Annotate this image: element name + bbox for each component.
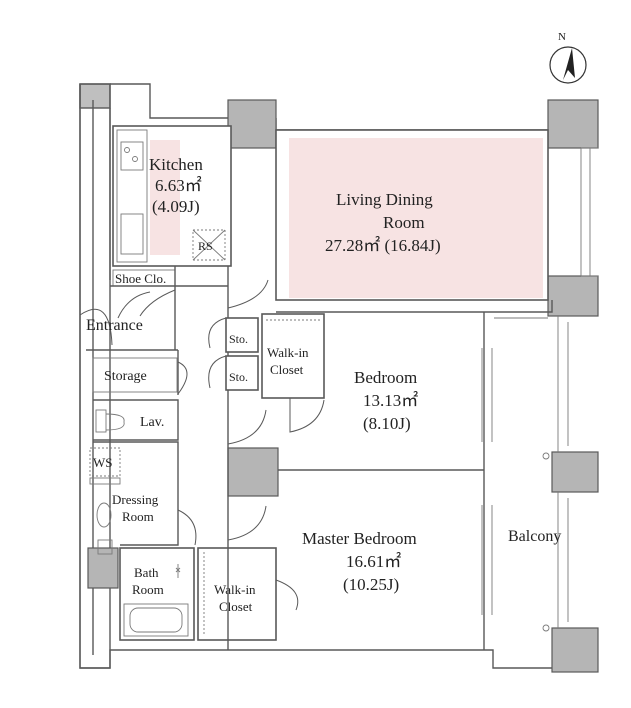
walkin2-label-2: Closet: [219, 599, 253, 614]
bath-label-2: Room: [132, 582, 164, 597]
bath-label-1: Bath: [134, 565, 159, 580]
pillar: [551, 627, 599, 673]
master-bedroom-name: Master Bedroom: [302, 529, 417, 548]
pillar: [547, 275, 599, 317]
storage: [92, 357, 178, 393]
pillar: [547, 99, 599, 149]
north-arrow-icon: N: [549, 31, 587, 84]
living-floor: [289, 138, 543, 298]
master-bedroom-jo: (10.25J): [343, 575, 399, 594]
kitchen-floor: [150, 140, 180, 255]
lav-label: Lav.: [140, 415, 164, 430]
sto-2: [225, 355, 259, 391]
kitchen-jo: (4.09J): [152, 197, 200, 216]
sto1-label: Sto.: [229, 332, 248, 346]
master-bedroom-area: 16.61㎡: [346, 552, 401, 571]
bedroom-name: Bedroom: [354, 368, 417, 387]
kitchen-name: Kitchen: [149, 155, 203, 174]
pillar: [227, 99, 277, 149]
walkin2-label-1: Walk-in: [214, 582, 256, 597]
walkin-closet-2: [197, 547, 277, 641]
walkin-closet-1: [261, 313, 325, 399]
walkin1-label-1: Walk-in: [267, 345, 309, 360]
ws-label: WS: [93, 455, 113, 470]
living-name-2: Room: [383, 213, 425, 232]
bedroom-area: 13.13㎡: [363, 391, 418, 410]
living-name-1: Living Dining: [336, 190, 433, 209]
bedroom-jo: (8.10J): [363, 414, 411, 433]
balcony-label: Balcony: [508, 528, 561, 545]
walkin1-label-2: Closet: [270, 362, 304, 377]
pillar: [551, 451, 599, 493]
dressing-label-1: Dressing: [112, 492, 159, 507]
pillar: [87, 547, 119, 589]
pillar: [227, 447, 279, 497]
shoe-closet-label: Shoe Clo.: [115, 271, 166, 286]
storage-label: Storage: [104, 369, 147, 384]
sto2-label: Sto.: [229, 370, 248, 384]
dressing-label-2: Room: [122, 509, 154, 524]
sto-1: [225, 317, 259, 353]
kitchen-area: 6.63㎡: [155, 176, 202, 195]
living-area: 27.28㎡ (16.84J): [325, 236, 441, 255]
entrance-label: Entrance: [86, 317, 143, 334]
rs-label: RS: [198, 239, 213, 253]
compass-letter: N: [558, 31, 566, 43]
